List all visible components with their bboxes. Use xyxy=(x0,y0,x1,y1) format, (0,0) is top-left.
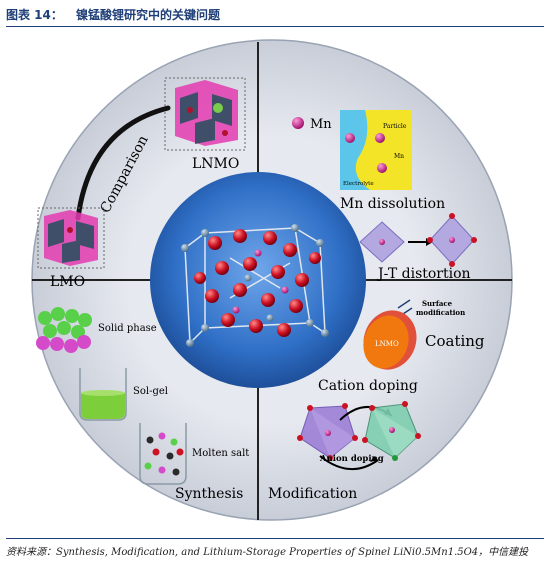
lnmo-label: LNMO xyxy=(192,156,239,172)
anion-doping-label: Anion doping xyxy=(319,454,384,464)
surface-modification-line1: Surface xyxy=(422,299,453,308)
lnmo-crystal-image xyxy=(164,77,246,151)
coating-label: Coating xyxy=(425,332,485,350)
sol-gel-beaker-image xyxy=(79,368,127,421)
figure-title: 镍锰酸锂研究中的关键问题 xyxy=(76,8,221,22)
cation-doping-label: Cation doping xyxy=(318,378,418,394)
footer-rule xyxy=(6,538,544,539)
doping-polyhedra-image xyxy=(297,401,421,471)
mn-legend-dot xyxy=(292,117,304,129)
oxygen-atoms xyxy=(194,229,321,337)
transition-metal-atoms xyxy=(181,224,329,347)
lnmo-disc-label: LNMO xyxy=(375,340,399,348)
particle-label: Particle xyxy=(383,123,407,130)
source-note: 资料来源：Synthesis, Modification, and Lithiu… xyxy=(6,547,529,558)
synthesis-label: Synthesis xyxy=(175,486,243,502)
comparison-arc xyxy=(75,105,171,221)
figure-header: 图表 14： 镍锰酸锂研究中的关键问题 xyxy=(6,4,544,24)
center-disc xyxy=(150,172,366,388)
figure-label: 图表 14： xyxy=(6,8,63,22)
solid-phase-label: Solid phase xyxy=(98,323,157,334)
mn-legend-label: Mn xyxy=(310,117,332,132)
jt-distortion-label: J-T distortion xyxy=(376,266,471,282)
lmo-label: LMO xyxy=(50,274,85,290)
modification-label: Modification xyxy=(268,486,357,502)
sol-gel-label: Sol-gel xyxy=(133,386,168,397)
lmo-crystal-image xyxy=(37,207,105,269)
jt-distortion-image xyxy=(359,213,477,267)
mn-dissolution-label: Mn dissolution xyxy=(340,196,445,212)
header-rule xyxy=(6,26,544,27)
molten-salt-beaker-image xyxy=(139,423,187,485)
coated-particle-image xyxy=(363,310,417,370)
mn-inner-label: Mn xyxy=(394,153,404,160)
surface-modification-line2: modification xyxy=(416,308,465,317)
solid-phase-image xyxy=(36,307,92,353)
particle-electrolyte-image xyxy=(340,110,412,190)
electrolyte-label: Electrolyte xyxy=(343,181,374,187)
diagram: LNMO Comparison LMO Mn Particle Mn Elect… xyxy=(31,39,513,521)
molten-salt-label: Molten salt xyxy=(192,448,249,459)
